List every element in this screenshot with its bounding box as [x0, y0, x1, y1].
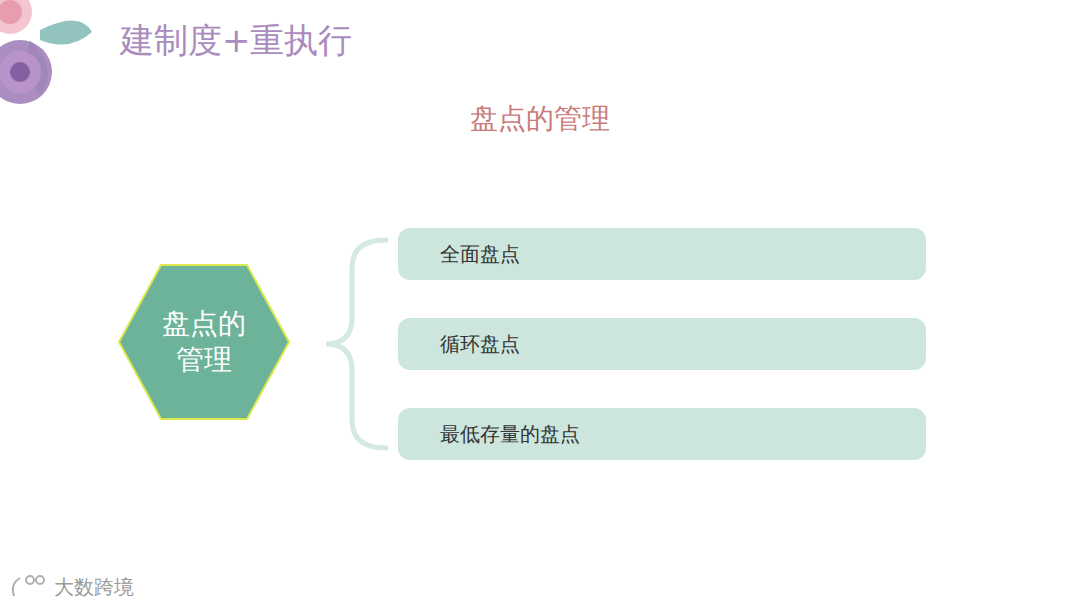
- item-label: 循环盘点: [440, 331, 520, 358]
- hexagon-label: 盘点的 管理: [154, 306, 254, 379]
- hexagon-outline: [119, 265, 289, 419]
- slide-title: 建制度+重执行: [120, 18, 353, 64]
- hexagon-node: 盘点的 管理: [118, 264, 290, 420]
- watermark: 大数跨境: [54, 574, 134, 601]
- section-heading: 盘点的管理: [0, 100, 1080, 138]
- hexagon-shape: [118, 264, 290, 420]
- item-label: 最低存量的盘点: [440, 421, 580, 448]
- item-box: 全面盘点: [398, 228, 926, 280]
- item-box: 最低存量的盘点: [398, 408, 926, 460]
- item-label: 全面盘点: [440, 241, 520, 268]
- item-box: 循环盘点: [398, 318, 926, 370]
- curly-brace: [326, 240, 386, 448]
- watermark-logo: [13, 576, 44, 596]
- flower-illustration: [0, 0, 92, 104]
